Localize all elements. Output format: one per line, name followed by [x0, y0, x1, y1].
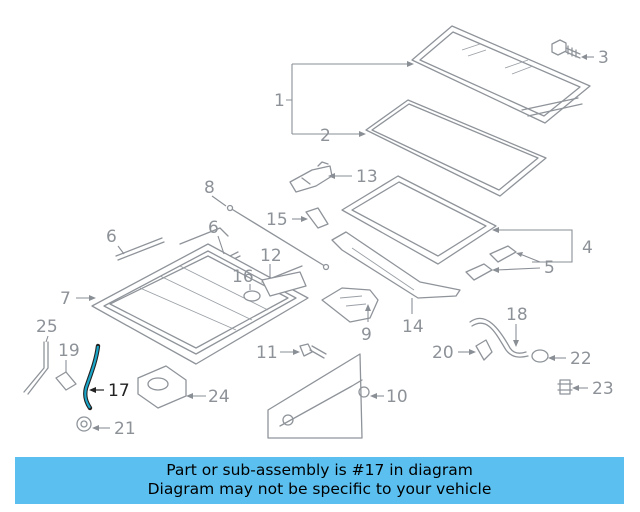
part-3-bolt [551, 39, 594, 60]
part-14-deflector [331, 231, 461, 299]
part-2-seal [365, 99, 547, 197]
callout-label-17: 17 [108, 381, 130, 401]
callout-label-3: 3 [598, 48, 609, 68]
callout-label-20: 20 [432, 343, 454, 363]
part-20-grommet [475, 339, 493, 361]
callout-label-18: 18 [506, 305, 528, 325]
callout-label-22: 22 [570, 349, 592, 369]
part-15-clip [305, 207, 329, 229]
part-10-drive-cable [267, 353, 370, 439]
callout-leaders [45, 61, 588, 431]
part-22-clip [531, 349, 549, 363]
callout-label-15: 15 [266, 210, 288, 230]
part-5-clip-lower [465, 263, 493, 281]
part-24-motor [137, 365, 187, 409]
part-5-clip-upper [489, 245, 517, 263]
callout-label-24: 24 [208, 387, 230, 407]
callout-label-14: 14 [402, 317, 424, 337]
part-18-drain-hose [469, 317, 529, 358]
part-11-bolt [299, 343, 327, 359]
part-19-clip [55, 371, 77, 391]
part-17-seal-highlight [83, 343, 101, 411]
callout-label-5: 5 [544, 258, 555, 278]
part-7-main-frame [91, 227, 309, 365]
part-9-bracket [321, 287, 379, 323]
callout-label-13: 13 [356, 167, 378, 187]
callout-label-2: 2 [320, 126, 331, 146]
part-13-bracket [289, 161, 333, 193]
part-12-bracket [261, 271, 307, 297]
callout-label-4: 4 [582, 238, 593, 258]
callout-label-21: 21 [114, 419, 136, 439]
callout-label-10: 10 [386, 387, 408, 407]
part-1-glass-panel [411, 25, 591, 124]
callout-label-11: 11 [256, 343, 278, 363]
callout-label-19: 19 [58, 341, 80, 361]
callout-label-16: 16 [232, 267, 254, 287]
callout-label-9: 9 [361, 325, 372, 345]
callout-label-6-right: 6 [208, 218, 219, 238]
callout-label-8: 8 [204, 178, 215, 198]
banner-line-1: Part or sub-assembly is #17 in diagram [166, 461, 473, 479]
callout-label-1: 1 [274, 91, 285, 111]
callout-label-25: 25 [36, 317, 58, 337]
callout-label-23: 23 [592, 379, 614, 399]
callout-label-7: 7 [60, 289, 71, 309]
callout-labels: 1 2 3 4 5 6 6 7 8 9 10 11 12 13 14 15 16… [36, 48, 614, 439]
callout-label-12: 12 [260, 246, 282, 266]
part-4-frame [341, 175, 497, 265]
part-16-nut [243, 290, 261, 302]
part-25-drain-hose [23, 341, 49, 395]
part-8-rod [226, 204, 330, 271]
part-21-grommet [76, 416, 92, 432]
banner-line-2: Diagram may not be specific to your vehi… [147, 480, 492, 498]
part-6-rail-left [115, 237, 165, 261]
part-23-fitting [557, 379, 573, 395]
callout-label-6-left: 6 [106, 227, 117, 247]
info-banner: Part or sub-assembly is #17 in diagram D… [15, 457, 624, 504]
parts-diagram: 1 2 3 4 5 6 6 7 8 9 10 11 12 13 14 15 16… [23, 25, 614, 439]
